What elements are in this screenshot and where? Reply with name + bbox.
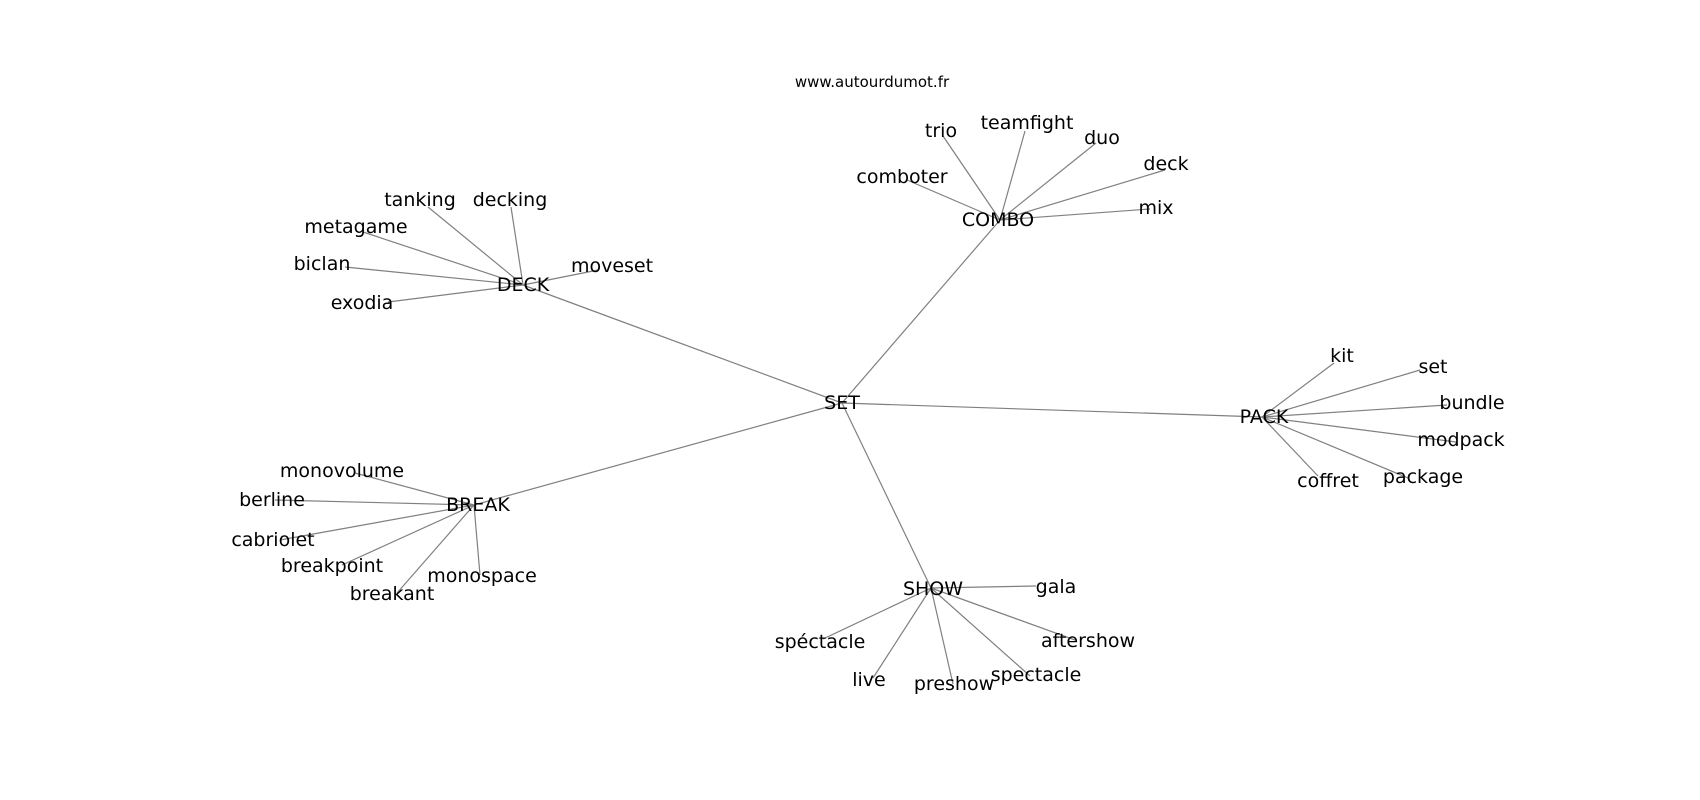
- edge-pack-set: [1261, 369, 1421, 418]
- edge-combo-deck: [999, 169, 1166, 221]
- edge-pack-package: [1261, 416, 1409, 479]
- edge-set-break: [473, 402, 843, 506]
- edge-set-pack: [841, 402, 1263, 418]
- node-word-bundle: bundle: [1439, 392, 1504, 414]
- node-word-monospace: monospace: [427, 565, 537, 587]
- node-word-berline: berline: [239, 489, 305, 511]
- edge-deck-moveset: [522, 269, 599, 286]
- edge-combo-trio: [942, 135, 1001, 221]
- edge-break-monovolume: [354, 472, 475, 506]
- node-word-teamfight: teamfight: [981, 112, 1074, 134]
- node-word-aftershow: aftershow: [1041, 630, 1135, 652]
- edge-pack-kit: [1261, 362, 1335, 418]
- node-word-spectacle: spéctacle: [775, 631, 866, 653]
- edge-combo-teamfight: [999, 130, 1026, 221]
- edge-deck-biclan: [344, 266, 524, 286]
- node-hub-break: BREAK: [446, 494, 510, 516]
- edge-show-spectacle: [930, 587, 1031, 677]
- node-word-breakpoint: breakpoint: [281, 555, 383, 577]
- node-hub-combo: COMBO: [962, 209, 1034, 231]
- edge-show-aftershow: [930, 587, 1076, 641]
- edge-deck-tanking: [427, 206, 524, 286]
- edge-deck-decking: [510, 206, 524, 286]
- node-word-deck: deck: [1143, 153, 1188, 175]
- node-word-spectacle: spectacle: [991, 664, 1082, 686]
- node-word-tanking: tanking: [384, 189, 456, 211]
- node-word-cabriolet: cabriolet: [231, 529, 314, 551]
- edge-combo-duo: [999, 142, 1097, 221]
- node-word-live: live: [852, 669, 886, 691]
- edge-pack-modpack: [1261, 416, 1457, 443]
- node-word-breakant: breakant: [350, 583, 435, 605]
- node-hub-show: SHOW: [903, 578, 963, 600]
- node-word-monovolume: monovolume: [280, 460, 404, 482]
- node-word-modpack: modpack: [1417, 429, 1504, 451]
- node-word-metagame: metagame: [304, 216, 407, 238]
- edge-pack-coffret: [1261, 416, 1319, 477]
- edge-break-monospace: [473, 504, 481, 576]
- node-word-mix: mix: [1138, 197, 1173, 219]
- node-word-kit: kit: [1330, 345, 1354, 367]
- edge-deck-metagame: [362, 231, 524, 286]
- node-word-set: set: [1418, 356, 1447, 378]
- node-word-coffret: coffret: [1297, 470, 1359, 492]
- edge-pack-bundle: [1261, 404, 1448, 418]
- node-word-trio: trio: [925, 120, 957, 142]
- edge-set-combo: [841, 219, 1001, 404]
- edge-show-preshow: [930, 587, 954, 685]
- edge-break-berline: [274, 499, 475, 506]
- edge-deck-exodia: [387, 284, 524, 303]
- node-word-package: package: [1383, 466, 1463, 488]
- edge-combo-mix: [999, 208, 1151, 221]
- node-hub-deck: DECK: [497, 274, 550, 296]
- edge-show-live: [872, 587, 932, 679]
- edge-break-breakant: [396, 504, 475, 594]
- edge-break-cabriolet: [279, 504, 475, 541]
- node-center: SET: [824, 392, 860, 414]
- node-hub-pack: PACK: [1240, 406, 1289, 428]
- node-word-gala: gala: [1036, 576, 1077, 598]
- node-word-exodia: exodia: [331, 292, 394, 314]
- edge-break-breakpoint: [341, 504, 475, 566]
- node-word-decking: decking: [473, 189, 548, 211]
- source-watermark: www.autourdumot.fr: [795, 73, 950, 91]
- edge-combo-comboter: [906, 179, 1001, 221]
- node-word-duo: duo: [1084, 127, 1120, 149]
- edges: [274, 130, 1457, 685]
- node-word-biclan: biclan: [294, 253, 351, 275]
- edge-show-spectacle: [822, 587, 932, 640]
- labels: www.autourdumot.fr SET DECK tanking decking…: [231, 73, 1504, 695]
- node-word-preshow: preshow: [914, 673, 994, 695]
- node-word-moveset: moveset: [571, 255, 653, 277]
- edge-set-show: [841, 402, 932, 589]
- node-word-comboter: comboter: [856, 166, 947, 188]
- edge-set-deck: [522, 284, 843, 404]
- edge-show-gala: [930, 585, 1037, 589]
